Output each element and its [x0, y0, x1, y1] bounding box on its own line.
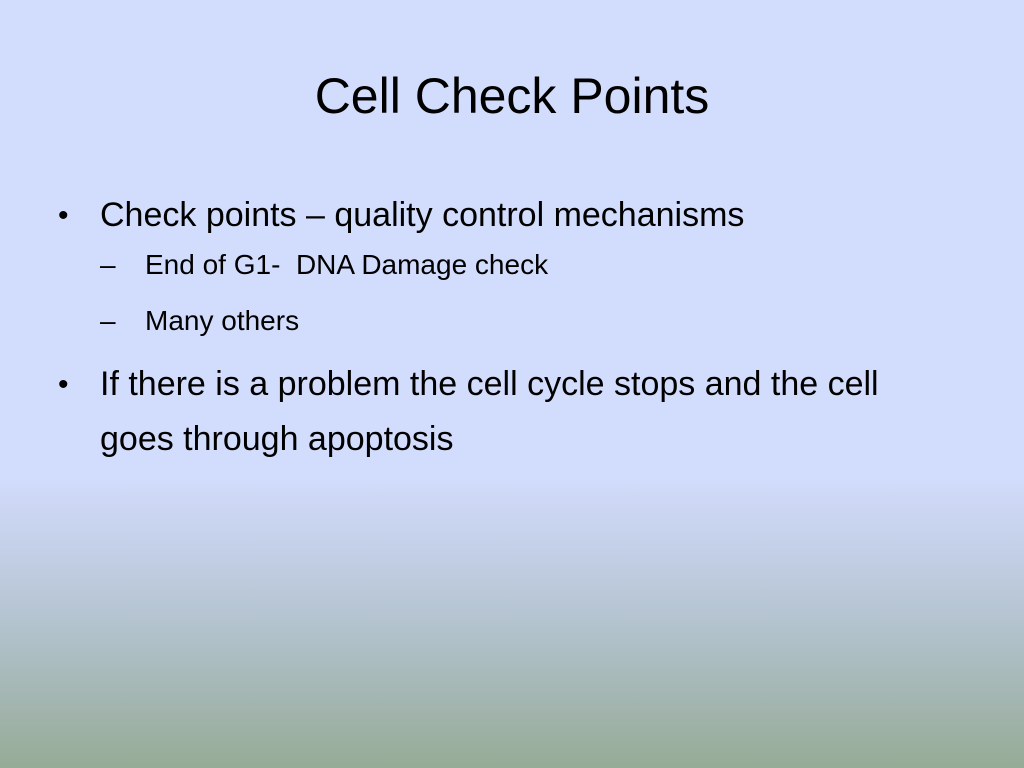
sub-bullet-marker: –: [100, 249, 116, 280]
bullet-text: If there is a problem the cell cycle sto…: [100, 365, 879, 458]
bullet-text: Check points – quality control mechanism…: [100, 196, 745, 234]
bullet-item: • If there is a problem the cell cycle s…: [56, 357, 956, 467]
slide-body: • Check points – quality control mechani…: [56, 188, 956, 467]
slide-title: Cell Check Points: [314, 68, 710, 124]
sub-bullet-marker: –: [100, 305, 116, 336]
sub-bullet-item: – Many others: [100, 301, 956, 341]
bullet-marker: •: [58, 368, 69, 401]
bullet-marker: •: [58, 199, 69, 232]
sub-bullet-item: – End of G1- DNA Damage check: [100, 245, 956, 285]
sub-bullet-text: End of G1- DNA Damage check: [145, 249, 549, 280]
bullet-item: • Check points – quality control mechani…: [56, 188, 956, 243]
sub-bullet-text: Many others: [145, 305, 300, 336]
